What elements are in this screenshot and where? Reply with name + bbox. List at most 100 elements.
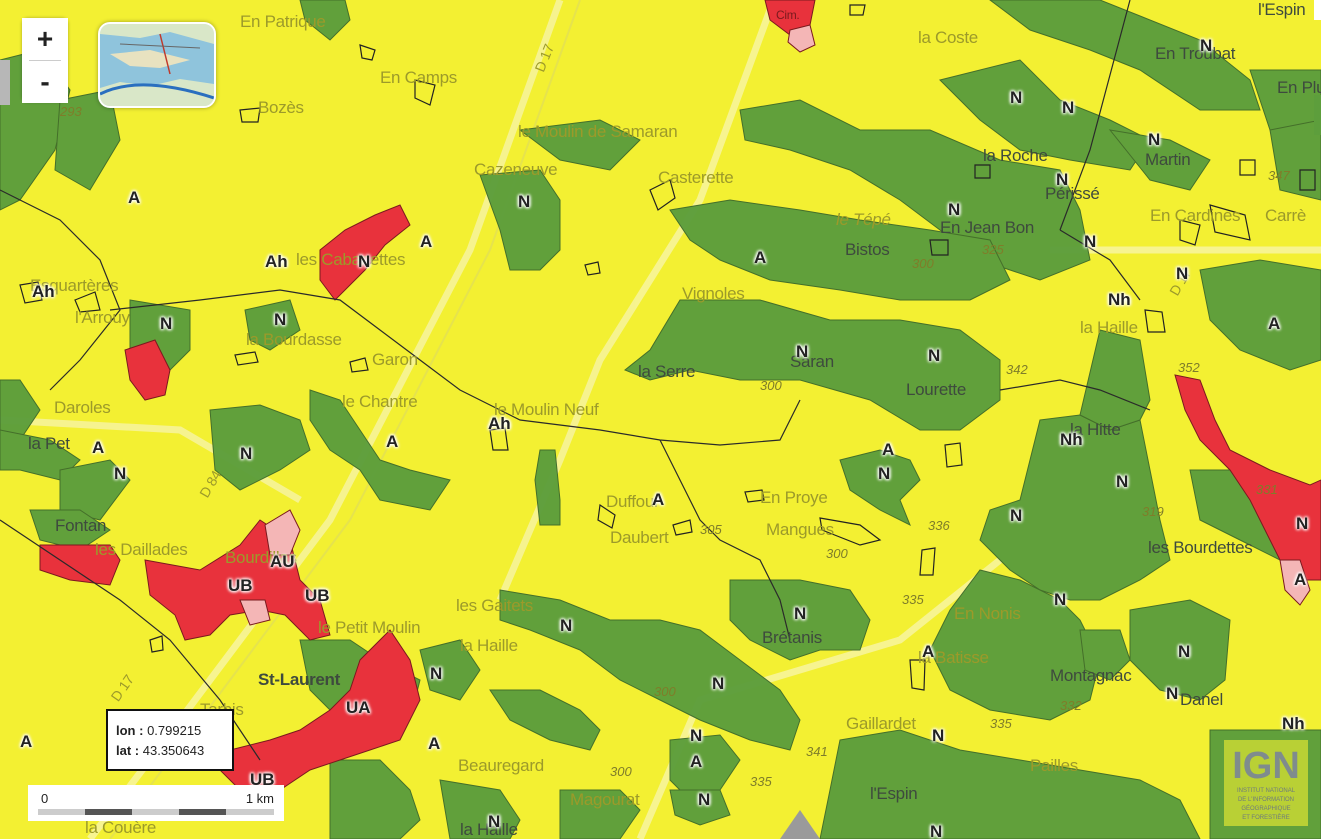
zone-label: N: [712, 674, 725, 693]
place-label: En Plu: [1277, 78, 1321, 97]
altitude-label: 335: [750, 774, 772, 789]
layer-switcher-thumbnail[interactable]: [98, 22, 216, 108]
place-label: les Daillades: [95, 540, 188, 559]
place-label: En Proye: [760, 488, 828, 507]
place-label: le Petit Moulin: [318, 618, 421, 637]
lon-value: 0.799215: [147, 723, 202, 738]
place-label: la Haille: [460, 820, 518, 839]
place-label: Bistos: [845, 240, 890, 259]
zone-label: A: [1294, 570, 1307, 589]
place-label: Casterette: [658, 168, 734, 187]
zone-label: N: [358, 252, 371, 271]
zone-label: N: [932, 726, 945, 745]
place-label: Cazeneuve: [474, 160, 558, 179]
place-label: la Batisse: [918, 648, 989, 667]
lat-label: lat :: [116, 743, 140, 758]
zone-label: N: [1296, 514, 1309, 533]
zone-label: N: [488, 812, 501, 831]
zone-label: N: [928, 346, 941, 365]
zone-label: A: [922, 642, 935, 661]
place-label: la Haille: [1080, 318, 1138, 337]
altitude-label: 305: [700, 522, 722, 537]
zone-label: A: [92, 438, 105, 457]
zone-label: A: [128, 188, 141, 207]
scale-bar: 0 1 km: [28, 785, 284, 821]
altitude-label: 319: [1142, 504, 1164, 519]
zone-label: A: [386, 432, 399, 451]
altitude-label: 300: [610, 764, 632, 779]
zone-label: N: [160, 314, 173, 333]
zone-label: AU: [270, 552, 295, 571]
minimap-icon: [100, 24, 214, 106]
altitude-label: 341: [806, 744, 828, 759]
place-label: Brétanis: [762, 628, 822, 647]
place-label: En Camps: [380, 68, 457, 87]
zone-label: A: [652, 490, 665, 509]
place-label: En Nonis: [954, 604, 1021, 623]
place-label: En Patrique: [240, 12, 326, 31]
place-label: Gaillardet: [846, 714, 916, 733]
zone-label: UB: [228, 576, 253, 595]
zoom-out-button[interactable]: -: [22, 61, 68, 103]
zone-label: N: [240, 444, 253, 463]
place-label: l'Espin: [1258, 0, 1306, 19]
place-label: Garon: [372, 350, 418, 369]
scale-ruler: [38, 809, 274, 815]
place-label: la Haille: [460, 636, 518, 655]
altitude-label: 331: [1256, 482, 1278, 497]
altitude-label: 342: [1006, 362, 1028, 377]
place-label: la Roche: [983, 146, 1048, 165]
place-label: les Bourdettes: [1148, 538, 1253, 557]
place-label: En Troubat: [1155, 44, 1236, 63]
zone-label: N: [1148, 130, 1161, 149]
place-label: la Serre: [638, 362, 696, 381]
zone-label: N: [930, 822, 943, 839]
zone-label: N: [1178, 642, 1191, 661]
altitude-label: 300: [760, 378, 782, 393]
ign-logo-line: GÉOGRAPHIQUE: [1241, 805, 1290, 812]
place-label: Mangues: [766, 520, 834, 539]
altitude-label: 300: [654, 684, 676, 699]
place-label: Vignoles: [682, 284, 745, 303]
zone-label: N: [518, 192, 531, 211]
zone-label: N: [690, 726, 703, 745]
zone-label: N: [1200, 36, 1213, 55]
place-label: la Pet: [28, 434, 70, 453]
place-label: St-Laurent: [258, 670, 341, 689]
place-label: Duffour: [606, 492, 660, 511]
place-label: la Couère: [85, 818, 157, 837]
coordinate-readout: lon : 0.799215 lat : 43.350643: [106, 709, 234, 771]
zone-label: UB: [305, 586, 330, 605]
place-label: Saran: [790, 352, 834, 371]
place-label: Pailles: [1030, 756, 1078, 775]
altitude-label: 332: [1060, 698, 1082, 713]
place-label: le Tépé: [836, 210, 891, 229]
zone-label: UA: [346, 698, 371, 717]
zone-label: N: [1176, 264, 1189, 283]
zone-label: N: [878, 464, 891, 483]
place-label: Beauregard: [458, 756, 544, 775]
place-label: Carrè: [1265, 206, 1307, 225]
zoom-in-button[interactable]: +: [22, 18, 68, 60]
ign-logo-icon: IGN INSTITUT NATIONAL DE L'INFORMATION G…: [1224, 740, 1308, 826]
place-label: le Moulin de Samaran: [518, 122, 678, 141]
place-label: Martin: [1145, 150, 1191, 169]
altitude-label: 347: [1268, 168, 1290, 183]
place-label: Bourdillas: [225, 548, 297, 567]
place-label: l'Arrouy: [75, 308, 130, 327]
altitude-label: 335: [990, 716, 1012, 731]
zone-label: N: [796, 342, 809, 361]
place-label: la Bourdasse: [246, 330, 342, 349]
zone-label: N: [1010, 506, 1023, 525]
zone-label: N: [430, 664, 443, 683]
place-label: En Jean Bon: [940, 218, 1035, 237]
ign-logo: IGN INSTITUT NATIONAL DE L'INFORMATION G…: [1224, 740, 1308, 826]
place-label: Esquartères: [30, 276, 119, 295]
ign-logo-line: INSTITUT NATIONAL: [1237, 788, 1296, 794]
place-label: Danel: [1180, 690, 1223, 709]
zone-label: N: [1062, 98, 1075, 117]
altitude-label: 300: [826, 546, 848, 561]
place-label: le Moulin Neuf: [494, 400, 599, 419]
